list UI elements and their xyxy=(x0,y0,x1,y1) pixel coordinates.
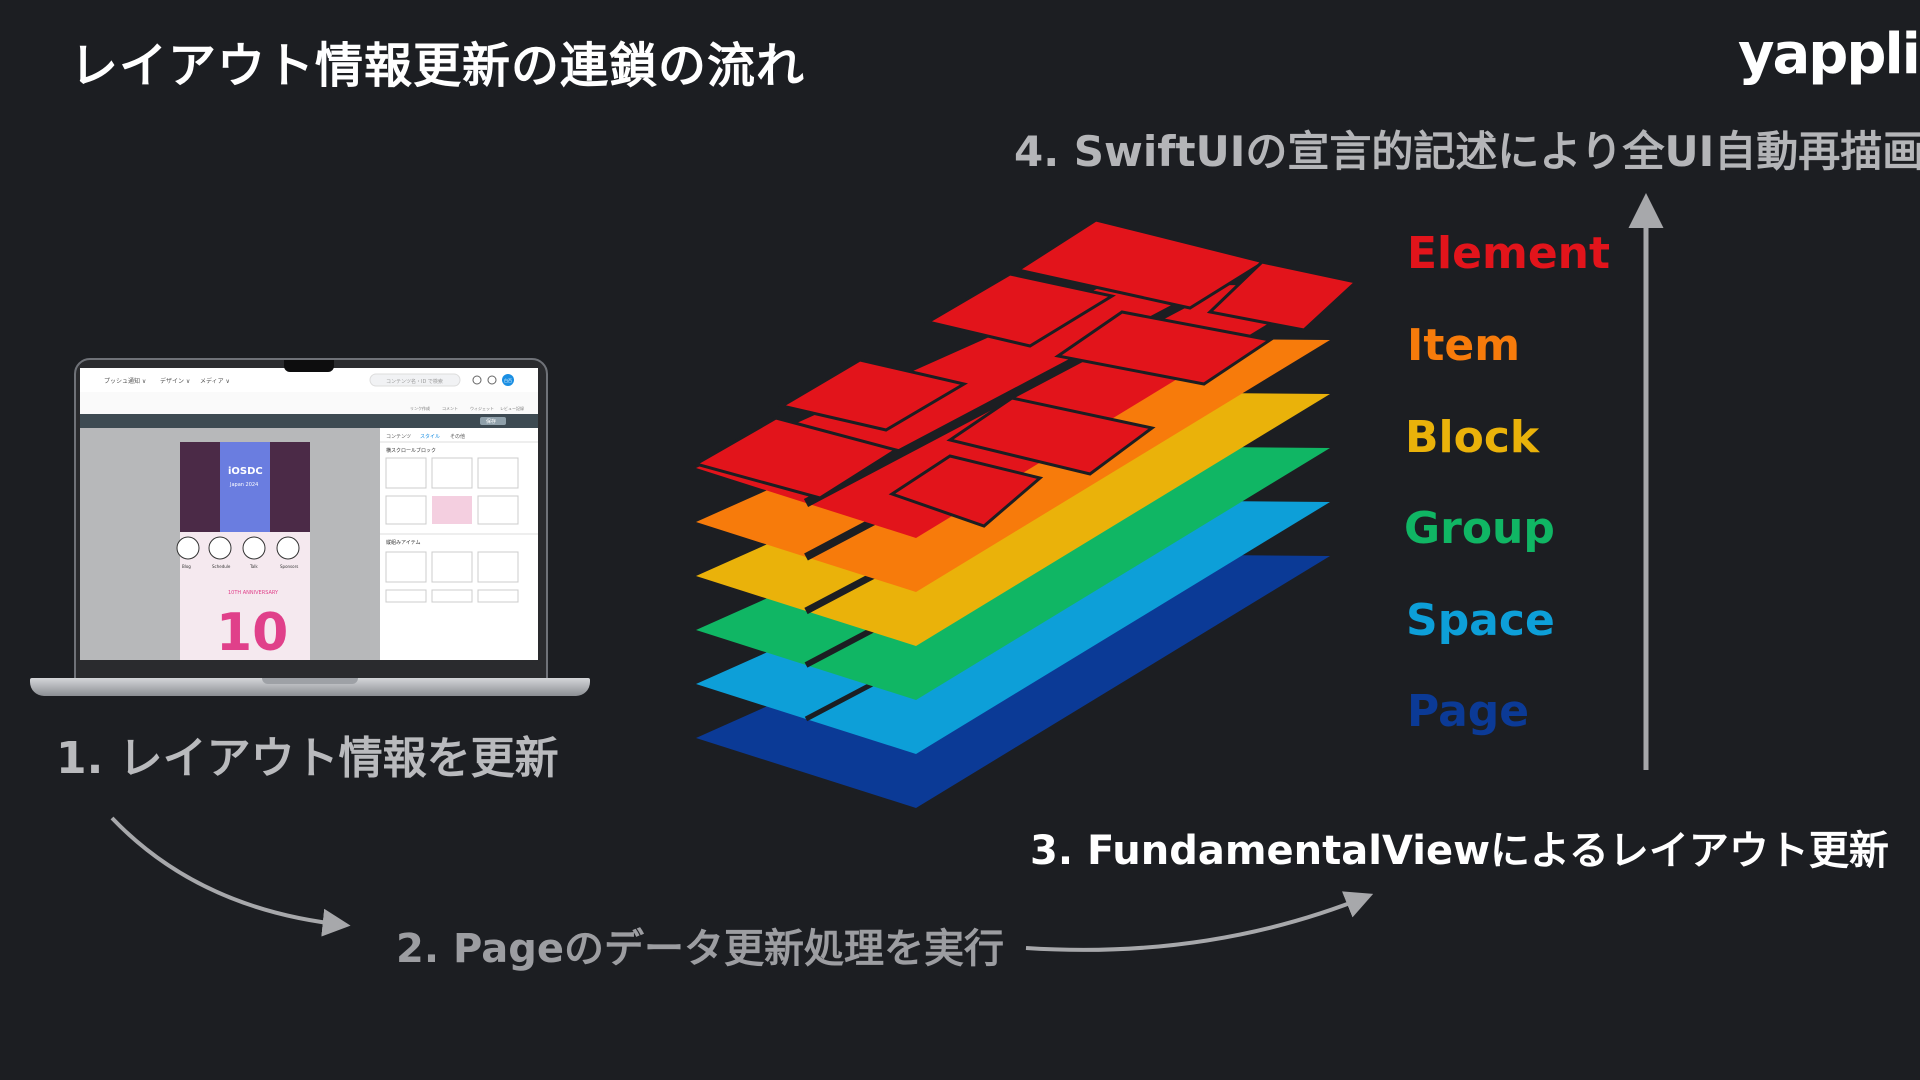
menu-blog-icon[interactable] xyxy=(176,536,200,560)
cms-search-input[interactable] xyxy=(369,373,461,387)
poster-banner xyxy=(220,442,270,532)
cms-save-label: 保存 xyxy=(486,418,496,425)
nav-item-push[interactable]: プッシュ通知 ∨ xyxy=(104,377,146,385)
cms-search-placeholder: コンテンツ名・ID で検索 xyxy=(386,378,443,385)
toolbar-review[interactable]: レビュー記録 xyxy=(500,405,524,411)
cms-save-button[interactable] xyxy=(480,417,506,425)
border-box[interactable] xyxy=(477,457,519,489)
cms-screenshot: プッシュ通知 ∨ デザイン ∨ メディア ∨ コンテンツ名・ID で検索 白百 … xyxy=(80,368,538,660)
poster-title: iOSDC xyxy=(228,466,263,477)
bg-box[interactable] xyxy=(385,495,427,525)
panel-tab-other[interactable]: その他 xyxy=(450,433,465,440)
item-margin-box[interactable] xyxy=(385,551,427,583)
cms-dark-bar xyxy=(80,414,538,428)
laptop-base xyxy=(30,678,590,696)
style-panel xyxy=(380,428,538,660)
panel-section-hscroll: 横スクロールブロック xyxy=(386,447,436,454)
laptop-notch xyxy=(284,360,334,372)
avatar-label: 白百 xyxy=(504,377,512,383)
element-tile xyxy=(924,272,1116,348)
border-color-box[interactable] xyxy=(477,495,519,525)
element-tile xyxy=(888,454,1044,528)
step-4-label: 4. SwiftUIの宣言的記述により全UI自動再描画 xyxy=(1014,127,1920,176)
step-3-label: 3. FundamentalViewによるレイアウト更新 xyxy=(1030,828,1889,874)
element-tile xyxy=(778,358,968,432)
cms-toolbar xyxy=(80,392,538,414)
layer-label-space: Space xyxy=(1406,595,1555,646)
toolbar-comment[interactable]: コメント xyxy=(442,406,458,411)
poster-number: 10 xyxy=(216,603,288,660)
layer-label-block: Block xyxy=(1405,412,1540,463)
item-field-1[interactable] xyxy=(385,589,427,603)
laptop-base-lip xyxy=(262,678,358,684)
avatar[interactable] xyxy=(502,374,514,386)
menu-talk: Talk xyxy=(249,564,258,569)
nav-item-design[interactable]: デザイン ∨ xyxy=(160,377,190,385)
yappli-logo: yappli xyxy=(1738,22,1920,87)
element-tile xyxy=(692,416,900,500)
toolbar-link[interactable]: リンク作成 xyxy=(410,405,430,411)
arrow-step1-to-step2 xyxy=(110,816,351,937)
element-tile xyxy=(1206,260,1360,332)
poster-badge: 10TH ANNIVERSARY xyxy=(228,590,279,596)
layer-label-element: Element xyxy=(1407,228,1611,279)
poster-sub: Japan 2024 xyxy=(229,482,258,488)
padding-box[interactable] xyxy=(431,457,473,489)
menu-sponsors-icon[interactable] xyxy=(276,536,300,560)
element-tile xyxy=(946,396,1156,476)
menu-schedule: Schedule xyxy=(212,564,231,569)
menu-talk-icon[interactable] xyxy=(242,536,266,560)
bg-image-box[interactable] xyxy=(432,496,472,524)
help-icon[interactable] xyxy=(487,375,497,385)
menu-schedule-icon[interactable] xyxy=(208,536,232,560)
item-bg-box[interactable] xyxy=(477,551,519,583)
nav-item-media[interactable]: メディア ∨ xyxy=(200,377,230,385)
cms-top-nav xyxy=(80,368,538,392)
layer-label-item: Item xyxy=(1407,320,1521,371)
margin-box[interactable] xyxy=(385,457,427,489)
layer-label-group: Group xyxy=(1404,503,1555,554)
item-field-3[interactable] xyxy=(477,589,519,603)
bell-icon[interactable] xyxy=(472,375,482,385)
item-border-box[interactable] xyxy=(431,551,473,583)
step-2-label: 2. Pageのデータ更新処理を実行 xyxy=(396,926,1004,972)
toolbar-widget[interactable]: ウィジェット xyxy=(470,405,494,411)
element-tile xyxy=(1054,310,1274,386)
step-1-label: 1. レイアウト情報を更新 xyxy=(56,733,559,784)
menu-blog: Blog xyxy=(182,564,191,569)
layer-label-page: Page xyxy=(1407,686,1530,737)
panel-tab-content[interactable]: コンテンツ xyxy=(386,434,411,440)
item-field-2[interactable] xyxy=(431,589,473,603)
laptop-screen: プッシュ通知 ∨ デザイン ∨ メディア ∨ コンテンツ名・ID で検索 白百 … xyxy=(80,368,538,660)
menu-sponsors: Sponsors xyxy=(280,564,298,569)
panel-section-vertical: 縦組みアイテム xyxy=(386,539,421,546)
arrow-step2-to-step3 xyxy=(1025,891,1374,952)
panel-tab-style[interactable]: スタイル xyxy=(420,433,440,440)
page-title: レイアウト情報更新の連鎖の流れ xyxy=(70,38,806,94)
